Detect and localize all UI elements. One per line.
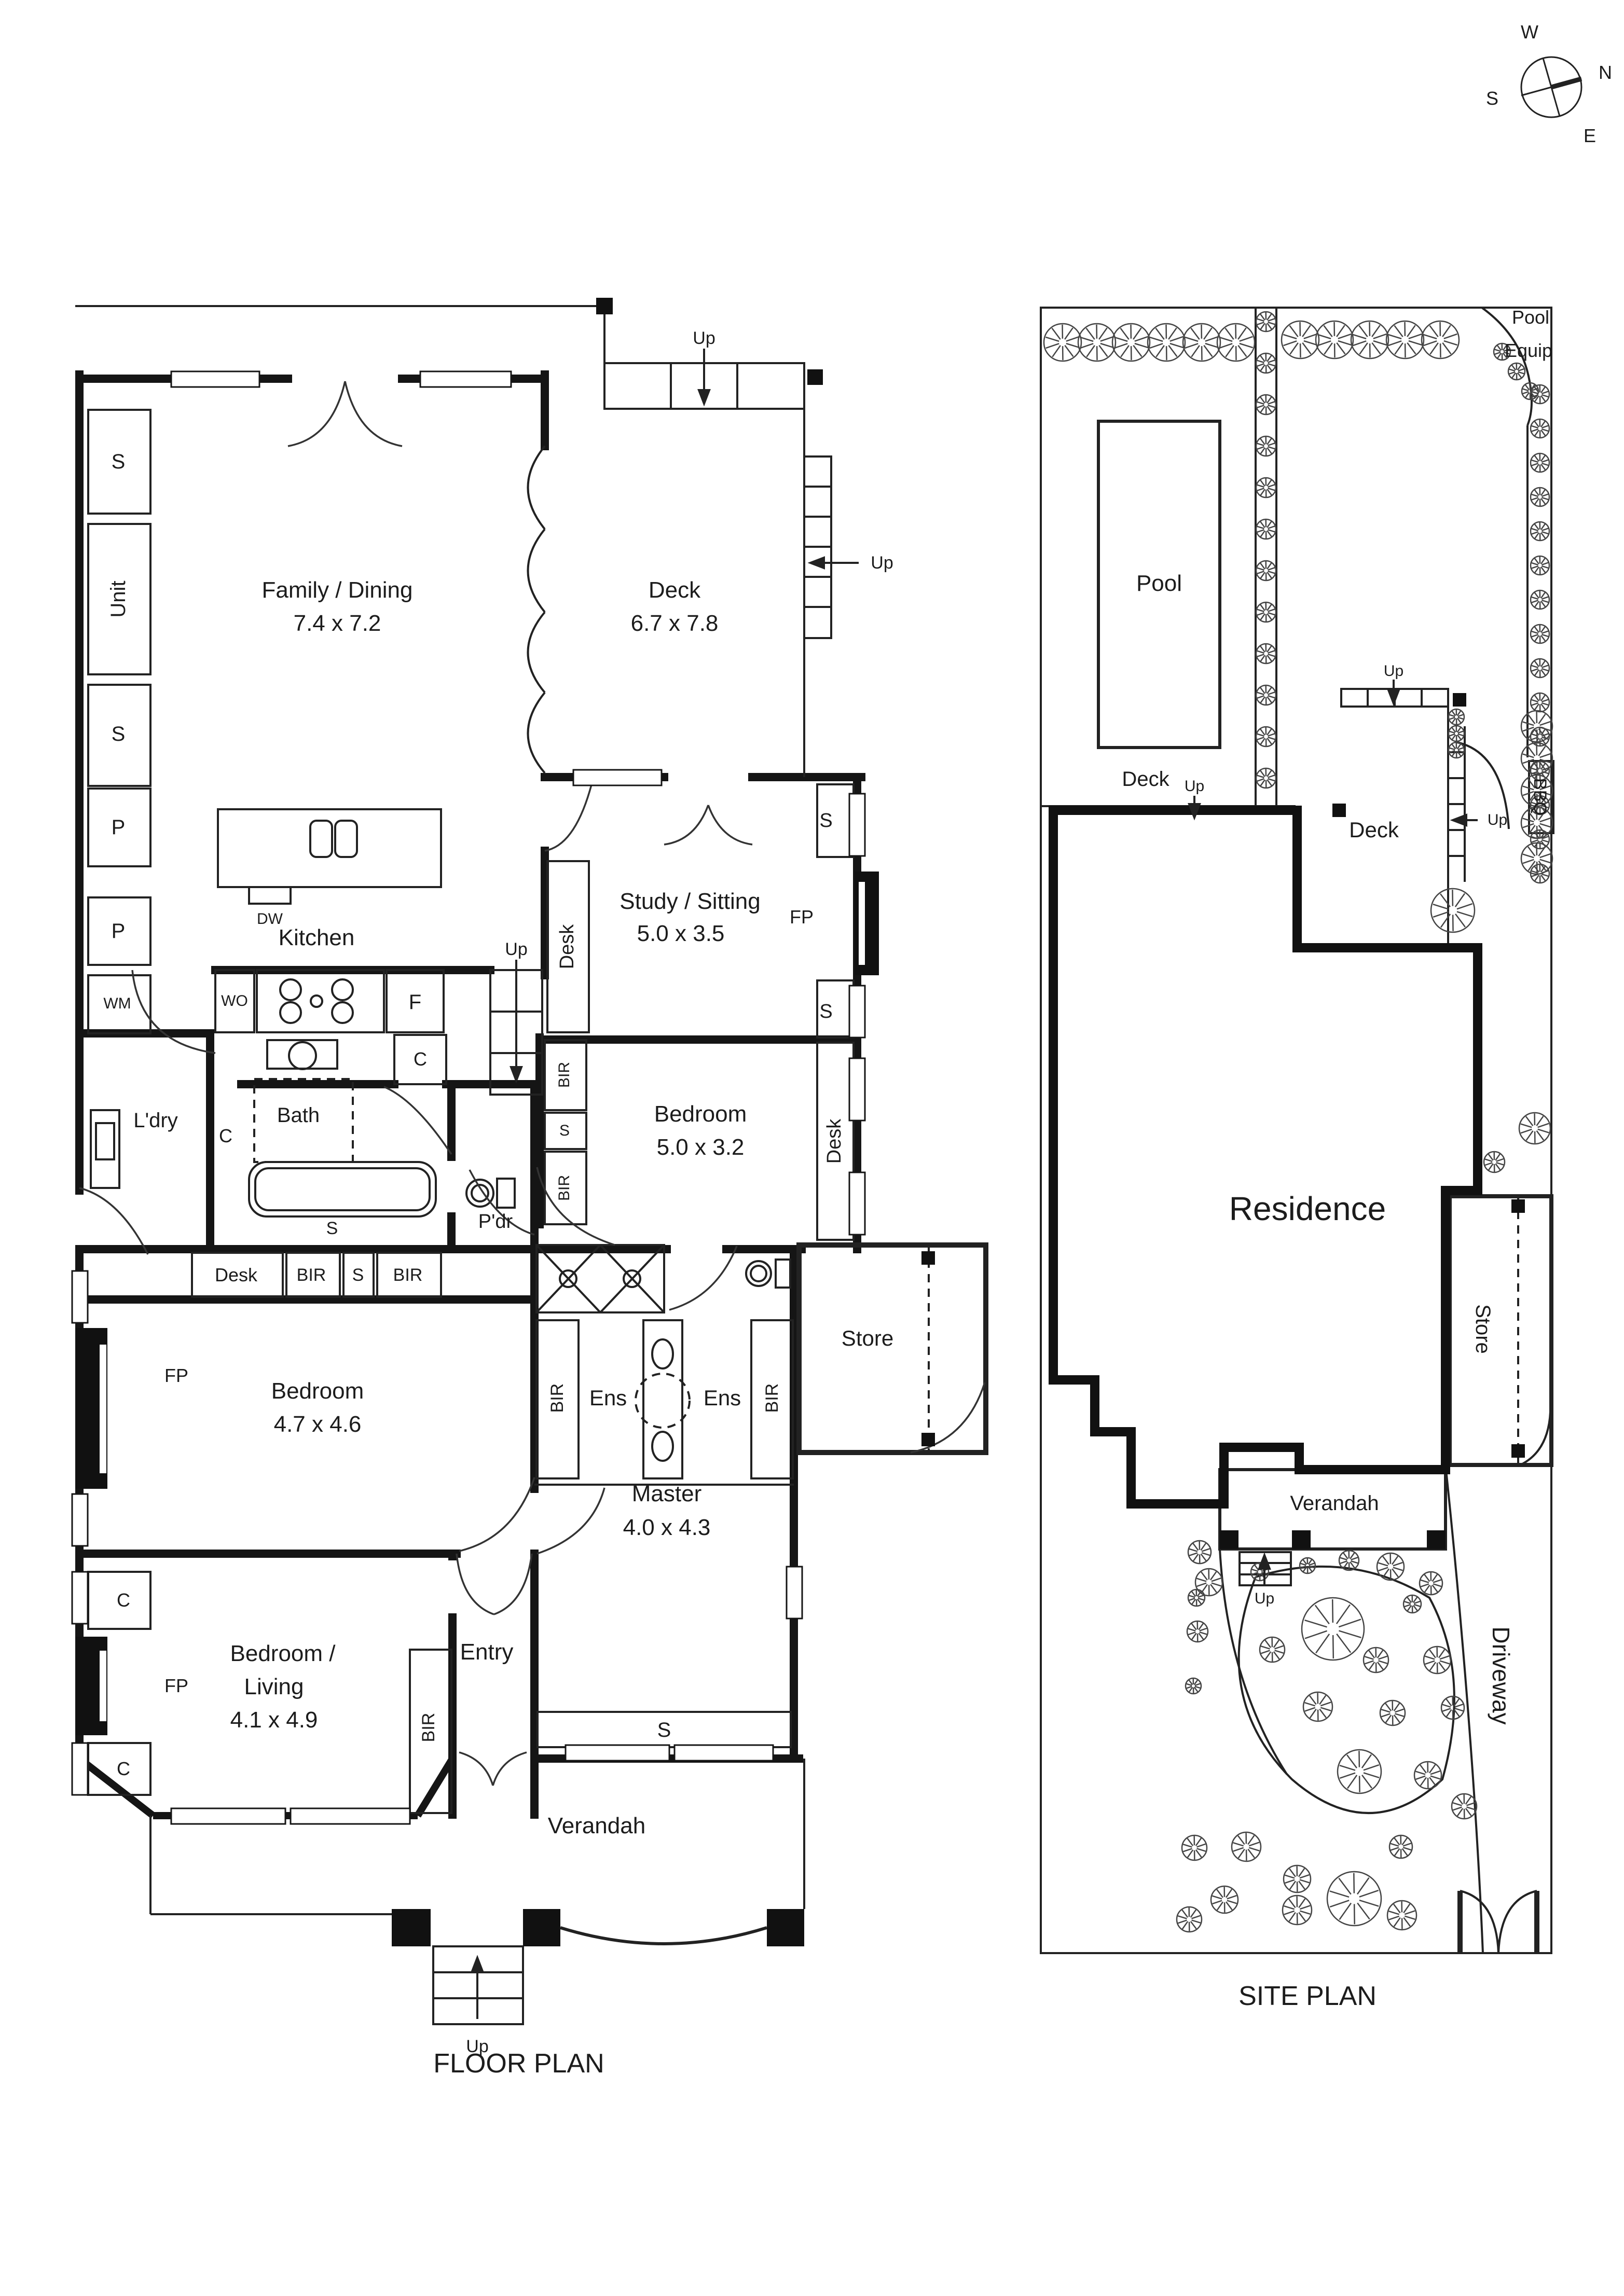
- store-s-mid: S: [111, 723, 126, 745]
- room-deck: Deck: [648, 577, 701, 603]
- room-family-dining-dims: 7.4 x 7.2: [293, 611, 381, 636]
- bir-row-2: BIR: [393, 1265, 423, 1285]
- bay-walls: [77, 1755, 456, 1819]
- compass-rose: [1520, 56, 1582, 118]
- site-verandah: Verandah: [1290, 1492, 1379, 1515]
- room-bedroom-2-dims: 5.0 x 3.2: [656, 1135, 745, 1160]
- floor-plan-walls: [75, 370, 865, 1819]
- bir-ens-left: BIR: [547, 1383, 567, 1413]
- up-deck-top: Up: [693, 328, 715, 348]
- driveway: Driveway: [1488, 1626, 1515, 1725]
- room-store: Store: [841, 1326, 894, 1350]
- pantry-2: P: [111, 920, 126, 943]
- floor-plan-title: FLOOR PLAN: [433, 2049, 604, 2079]
- bbq: BBQ: [1530, 778, 1550, 815]
- fireplace-hearths: [100, 882, 865, 1721]
- room-entry: Entry: [460, 1639, 514, 1665]
- up-deck-side: Up: [1487, 811, 1508, 828]
- s-row: S: [352, 1265, 364, 1285]
- room-powder: P'dr: [478, 1211, 513, 1233]
- room-bedroom-3: Bedroom: [271, 1378, 364, 1404]
- compass-west: W: [1521, 21, 1538, 43]
- fireplace-bl: FP: [164, 1675, 189, 1696]
- dashed-details: [253, 1078, 1519, 1465]
- site-deck: Deck: [1349, 818, 1399, 842]
- compass-east: E: [1583, 125, 1597, 146]
- dishwasher: DW: [257, 910, 283, 928]
- up-site-verandah: Up: [1254, 1590, 1275, 1607]
- s-study-2: S: [819, 1001, 833, 1022]
- compass-south: S: [1485, 88, 1499, 109]
- washing-machine: WM: [103, 995, 131, 1012]
- bir-ens-right: BIR: [762, 1383, 782, 1413]
- room-master: Master: [631, 1481, 702, 1506]
- ens-right: Ens: [703, 1386, 741, 1410]
- posts-and-fireplaces: [75, 298, 935, 1946]
- room-family-dining: Family / Dining: [262, 577, 413, 603]
- verandah-arch: [560, 1926, 767, 1945]
- bir-entry: BIR: [419, 1712, 438, 1742]
- room-bath: Bath: [277, 1104, 320, 1127]
- site-store: Store: [1471, 1304, 1494, 1354]
- linen-bath: S: [326, 1219, 338, 1238]
- up-kitchen-stairs: Up: [505, 939, 528, 959]
- bir-col-1: BIR: [556, 1061, 573, 1088]
- ens-left: Ens: [589, 1386, 627, 1410]
- fridge: F: [408, 991, 422, 1014]
- wall-oven: WO: [221, 992, 248, 1009]
- desk-row: Desk: [214, 1264, 258, 1285]
- cupboard-bath: C: [219, 1125, 232, 1146]
- pool-equip-2: Equip: [1504, 340, 1553, 361]
- s-study-1: S: [819, 810, 833, 832]
- pool-deck: Deck: [1122, 768, 1169, 791]
- s-col: S: [559, 1122, 570, 1139]
- cupboard-kitchen: C: [414, 1048, 427, 1070]
- s-master: S: [657, 1719, 671, 1741]
- door-arcs: [79, 381, 986, 1786]
- fireplace-bedroom-3: FP: [164, 1365, 189, 1386]
- site-plan-thin: [1040, 307, 1554, 1954]
- trees: [1043, 311, 1553, 1933]
- pool-equip-1: Pool: [1511, 307, 1550, 328]
- direction-arrows: [471, 349, 1478, 2019]
- cupboard-bl-2: C: [117, 1758, 130, 1779]
- site-posts: [1220, 693, 1525, 1549]
- site-plan-title: SITE PLAN: [1238, 1981, 1377, 2011]
- room-bedroom-living-1: Bedroom /: [230, 1641, 336, 1666]
- pantry-1: P: [111, 816, 126, 839]
- room-deck-dims: 6.7 x 7.8: [630, 611, 719, 636]
- floor-plan-thin: [75, 305, 988, 2025]
- residence-outline: [1049, 806, 1482, 1509]
- up-residence-steps: Up: [1383, 662, 1404, 680]
- room-bedroom-living-2: Living: [244, 1674, 304, 1699]
- cupboard-bl-1: C: [117, 1589, 130, 1611]
- store-s-top: S: [111, 450, 126, 473]
- bir-col-2: BIR: [556, 1174, 573, 1201]
- compass-north: N: [1599, 62, 1612, 83]
- store-unit: Unit: [107, 580, 130, 618]
- fireplace-study: FP: [789, 906, 814, 928]
- room-study-sitting: Study / Sitting: [620, 889, 761, 914]
- residence: Residence: [1229, 1190, 1386, 1227]
- up-deck-side: Up: [871, 553, 893, 573]
- room-study-dims: 5.0 x 3.5: [637, 921, 725, 946]
- room-kitchen: Kitchen: [278, 925, 355, 950]
- up-pool-deck: Up: [1184, 778, 1205, 795]
- bir-row-1: BIR: [296, 1265, 326, 1285]
- room-verandah: Verandah: [547, 1813, 646, 1838]
- room-bedroom-2: Bedroom: [654, 1101, 747, 1127]
- pool: Pool: [1136, 571, 1182, 596]
- desk-study: Desk: [556, 924, 578, 970]
- room-master-dims: 4.0 x 4.3: [623, 1515, 711, 1540]
- up-verandah: Up: [466, 2037, 489, 2056]
- desk-bedroom-2: Desk: [823, 1118, 845, 1164]
- windows: [71, 370, 866, 1825]
- room-bedroom-3-dims: 4.7 x 4.6: [273, 1412, 362, 1437]
- room-bedroom-living-dims: 4.1 x 4.9: [230, 1707, 318, 1733]
- room-laundry: L'dry: [133, 1109, 178, 1132]
